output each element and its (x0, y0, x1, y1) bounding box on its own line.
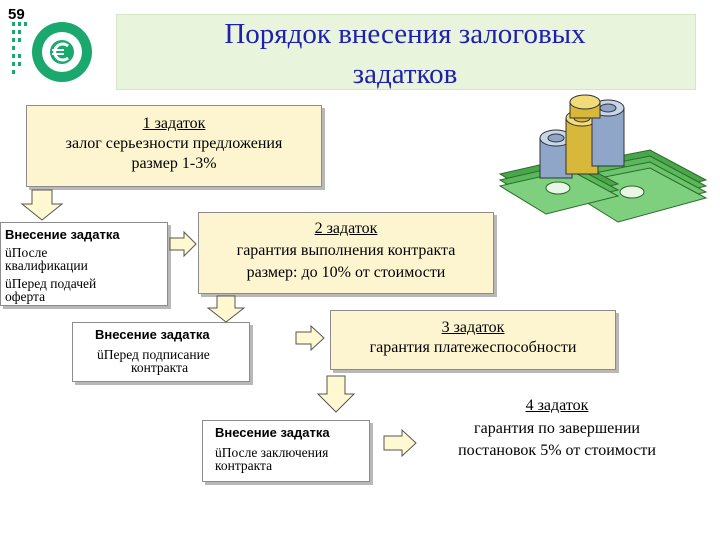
payment-note-3-heading: Внесение задатка (215, 425, 330, 440)
deposit-3-box: 3 задаток гарантия платежеспособности (330, 310, 616, 370)
down-arrow-icon (20, 189, 64, 221)
deposit-3-purpose: гарантия платежеспособности (369, 339, 577, 356)
deposit-4-purpose: гарантия по завершении (474, 420, 640, 437)
deposit-3-heading: 3 задаток (441, 319, 505, 336)
payment-note-3-item: контракта (215, 458, 273, 473)
payment-note-2-item: üПеред подписание (97, 347, 210, 362)
deposit-2-box: 2 задаток гарантия выполнения контракта … (198, 212, 494, 294)
payment-note-1-item: üПосле (5, 245, 48, 260)
deposit-1-size: размер 1-3% (131, 155, 217, 172)
deposit-2-heading: 2 задаток (314, 220, 378, 237)
deposit-4-box: 4 задаток гарантия по завершении постано… (418, 388, 696, 472)
right-arrow-icon (295, 324, 325, 352)
title-banner (116, 14, 696, 90)
page-title: Порядок внесения залоговых задатков (116, 14, 694, 94)
payment-note-1-item: üПеред подачей (5, 276, 97, 291)
payment-note-1-item: квалификации (5, 258, 88, 273)
slide-number: 59 (8, 6, 25, 23)
euro-coin-icon (12, 22, 92, 82)
title-line-2: задатков (352, 58, 458, 90)
payment-note-1-item: оферта (5, 289, 46, 304)
deposit-2-purpose: гарантия выполнения контракта (236, 242, 456, 259)
deposit-1-heading: 1 задаток (142, 115, 206, 132)
deposit-1-purpose: залог серьезности предложения (65, 135, 283, 152)
payment-note-3-item: üПосле заключения (215, 445, 329, 460)
right-arrow-icon (383, 428, 417, 458)
deposit-4-heading: 4 задаток (525, 397, 589, 414)
down-arrow-icon (316, 375, 356, 413)
deposit-1-box: 1 задаток залог серьезности предложения … (26, 105, 322, 187)
payment-note-2: Внесение задатка üПеред подписание контр… (72, 322, 250, 382)
payment-note-3: Внесение задатка üПосле заключения контр… (202, 420, 370, 482)
deposit-2-size: размер: до 10% от стоимости (246, 264, 446, 281)
right-arrow-icon (169, 230, 197, 258)
payment-note-2-item: контракта (131, 360, 189, 375)
payment-note-1: Внесение задатка üПосле квалификации üПе… (0, 222, 168, 306)
deposit-4-size: постановок 5% от стоимости (458, 442, 656, 459)
title-line-1: Порядок внесения залоговых (224, 18, 586, 50)
payment-note-2-heading: Внесение задатка (95, 327, 210, 342)
down-arrow-icon (206, 295, 246, 323)
money-stacks-icon (498, 94, 708, 223)
payment-note-1-heading: Внесение задатка (5, 227, 120, 242)
